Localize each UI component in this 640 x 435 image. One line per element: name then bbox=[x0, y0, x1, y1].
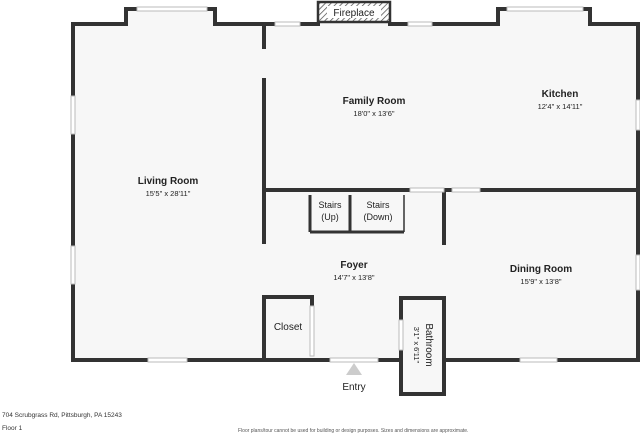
windows bbox=[70, 6, 640, 363]
address-text: 704 Scrubgrass Rd, Pittsburgh, PA 15243 bbox=[2, 412, 122, 419]
stairs-up-label-line2: (Up) bbox=[321, 212, 339, 222]
room-name: Family Room bbox=[343, 96, 406, 107]
stairs-up-label-line1: Stairs bbox=[318, 200, 342, 210]
room-name: Foyer bbox=[340, 260, 367, 271]
entry-label: Entry bbox=[342, 382, 365, 393]
room-dims: 3'1" x 6'11" bbox=[412, 327, 421, 364]
room-foyer: Foyer 14'7" x 13'8" bbox=[333, 260, 374, 282]
room-closet: Closet bbox=[274, 322, 303, 333]
fireplace: Fireplace bbox=[316, 0, 392, 24]
room-dims: 14'7" x 13'8" bbox=[333, 273, 374, 282]
room-name: Living Room bbox=[138, 176, 199, 187]
stairs-up: Stairs (Up) bbox=[318, 200, 342, 222]
walls bbox=[71, 7, 640, 396]
fireplace-label: Fireplace bbox=[333, 8, 375, 19]
room-name: Closet bbox=[274, 322, 303, 333]
room-dims: 18'0" x 13'6" bbox=[353, 109, 394, 118]
room-name: Bathroom bbox=[423, 323, 434, 366]
stairs-down-label-line1: Stairs bbox=[366, 200, 390, 210]
entry-arrow-icon bbox=[346, 363, 362, 375]
room-dims: 15'5" x 28'11" bbox=[146, 189, 191, 198]
floor-label: Floor 1 bbox=[2, 425, 23, 432]
entry-marker: Entry bbox=[329, 357, 379, 393]
room-living: Living Room 15'5" x 28'11" bbox=[138, 176, 199, 198]
room-kitchen: Kitchen 12'4" x 14'11" bbox=[538, 89, 583, 111]
room-bathroom: Bathroom 3'1" x 6'11" bbox=[412, 323, 434, 366]
stairs-down: Stairs (Down) bbox=[363, 200, 392, 222]
room-dims: 15'9" x 13'8" bbox=[520, 277, 561, 286]
stairs bbox=[308, 195, 405, 234]
disclaimer-text: Floor plans/tour cannot be used for buil… bbox=[238, 428, 469, 434]
room-family: Family Room 18'0" x 13'6" bbox=[343, 96, 406, 118]
floor-area bbox=[73, 2, 638, 396]
room-dims: 12'4" x 14'11" bbox=[538, 102, 583, 111]
room-name: Kitchen bbox=[542, 89, 579, 100]
room-name: Dining Room bbox=[510, 264, 572, 275]
room-dining: Dining Room 15'9" x 13'8" bbox=[510, 264, 572, 286]
stairs-down-label-line2: (Down) bbox=[363, 212, 392, 222]
